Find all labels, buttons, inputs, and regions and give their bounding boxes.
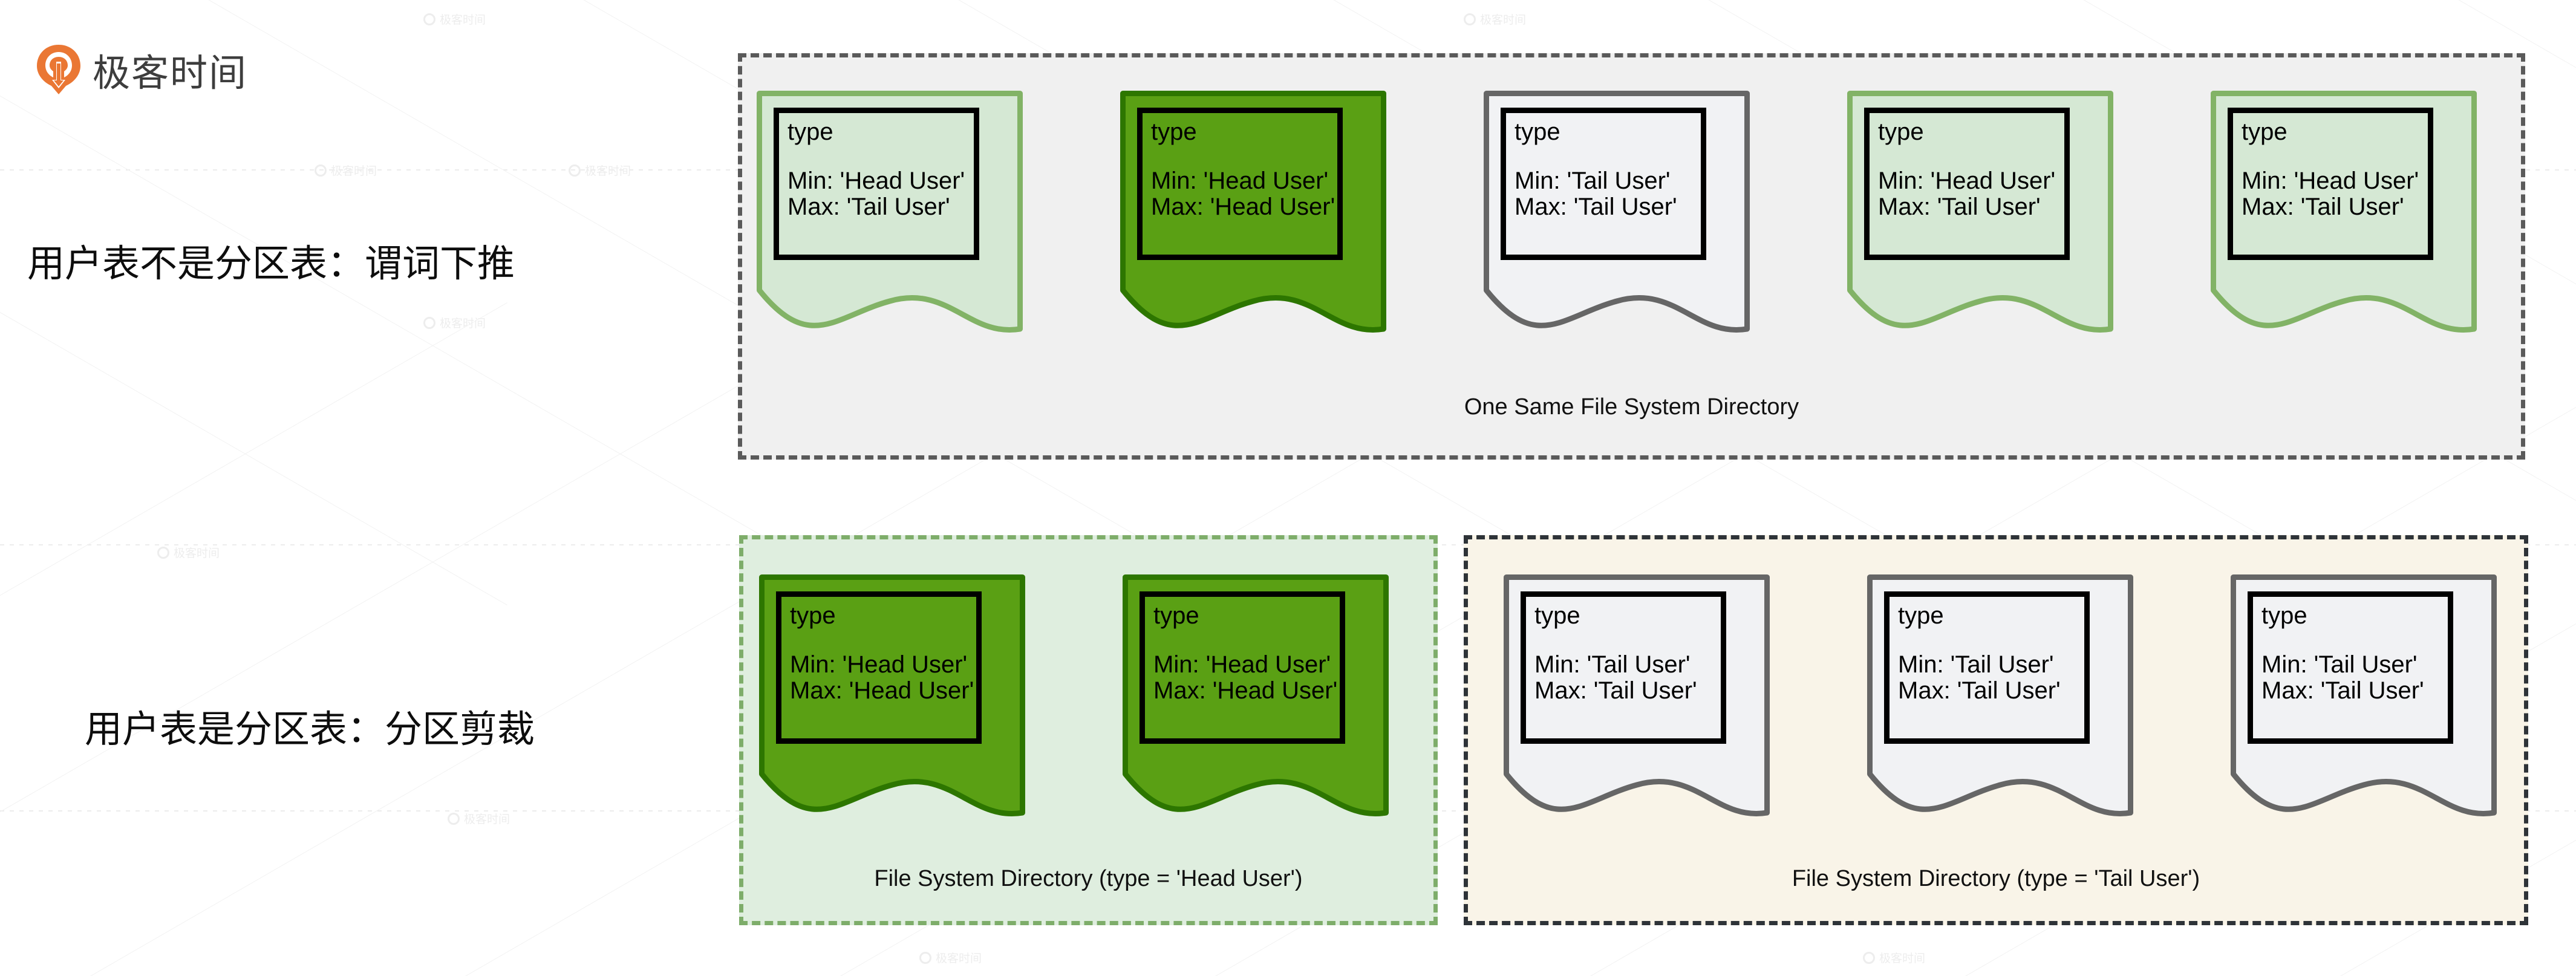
metadata-max-value: Max: 'Head User'	[1151, 194, 1335, 221]
metadata-column-name: type	[787, 119, 833, 145]
metadata-max-value: Max: 'Tail User'	[787, 194, 950, 221]
metadata-min-value: Min: 'Head User'	[1153, 651, 1331, 678]
metadata-max-value: Max: 'Tail User'	[1898, 677, 2061, 704]
metadata-column-name: type	[2242, 119, 2287, 145]
group-caption-top: One Same File System Directory	[1464, 394, 1799, 420]
metadata-min-value: Min: 'Tail User'	[2261, 651, 2418, 678]
metadata-column-name: type	[1515, 119, 1560, 145]
brand-logo: 极客时间	[35, 42, 247, 97]
metadata-min-value: Min: 'Tail User'	[1515, 168, 1671, 195]
group-caption-tail-user: File System Directory (type = 'Tail User…	[1792, 866, 2200, 891]
metadata-min-value: Min: 'Head User'	[2242, 168, 2419, 195]
metadata-max-value: Max: 'Head User'	[790, 677, 974, 704]
metadata-column-name: type	[1151, 119, 1197, 145]
metadata-max-value: Max: 'Tail User'	[1878, 194, 2041, 221]
geektime-q-logo-icon	[35, 44, 82, 96]
metadata-max-value: Max: 'Tail User'	[1534, 677, 1697, 704]
metadata-min-value: Min: 'Tail User'	[1534, 651, 1691, 678]
metadata-min-value: Min: 'Head User'	[790, 651, 968, 678]
metadata-column-name: type	[1878, 119, 1924, 145]
section-label-predicate-pushdown: 用户表不是分区表：谓词下推	[27, 243, 515, 285]
metadata-column-name: type	[2261, 602, 2307, 629]
metadata-max-value: Max: 'Head User'	[1153, 677, 1338, 704]
metadata-column-name: type	[790, 602, 836, 629]
metadata-column-name: type	[1153, 602, 1199, 629]
metadata-min-value: Min: 'Head User'	[1151, 168, 1329, 195]
metadata-column-name: type	[1898, 602, 1944, 629]
metadata-min-value: Min: 'Head User'	[787, 168, 965, 195]
metadata-max-value: Max: 'Tail User'	[2242, 194, 2404, 221]
metadata-column-name: type	[1534, 602, 1580, 629]
metadata-max-value: Max: 'Tail User'	[2261, 677, 2424, 704]
section-label-partition-pruning: 用户表是分区表：分区剪裁	[85, 709, 535, 750]
group-caption-head-user: File System Directory (type = 'Head User…	[874, 866, 1303, 891]
metadata-max-value: Max: 'Tail User'	[1515, 194, 1677, 221]
brand-name: 极客时间	[93, 53, 248, 94]
metadata-min-value: Min: 'Head User'	[1878, 168, 2056, 195]
metadata-min-value: Min: 'Tail User'	[1898, 651, 2054, 678]
